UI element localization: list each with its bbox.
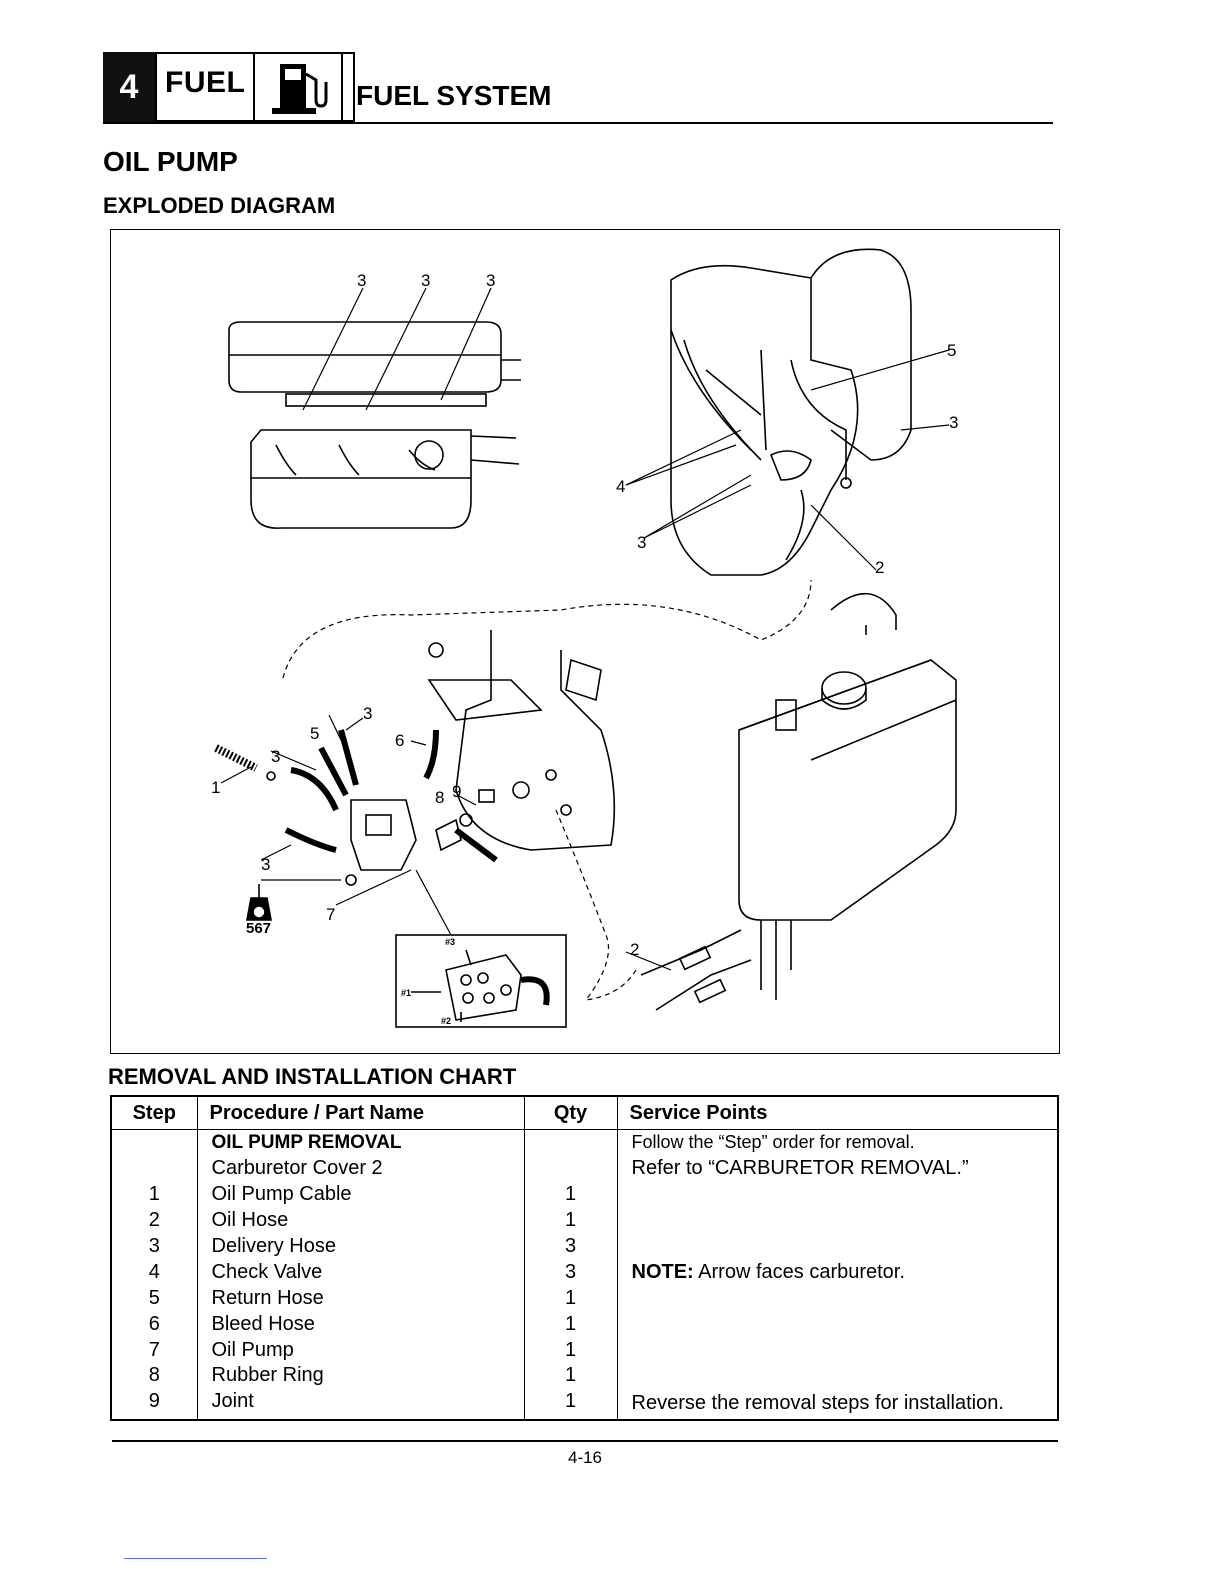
leaders-top [302, 287, 950, 571]
part-name: Joint [197, 1388, 525, 1420]
loctite-icon [246, 884, 272, 921]
engine-top-view [228, 321, 521, 529]
oil-hoses [640, 592, 897, 1011]
note-label: NOTE: [631, 1260, 694, 1283]
svg-text:1: 1 [211, 778, 220, 797]
svg-text:3: 3 [949, 413, 958, 432]
part-name: Oil Pump [197, 1337, 525, 1364]
table-row: 8 Rubber Ring 1 [111, 1363, 1058, 1389]
header-step: Step [111, 1096, 198, 1130]
section-label: FUEL [165, 66, 246, 99]
inset-label-2: #2 [441, 1016, 452, 1026]
oil-pump-inset [395, 934, 567, 1028]
svg-text:7: 7 [326, 905, 335, 924]
table-header-row: Step Procedure / Part Name Qty Service P… [111, 1096, 1058, 1130]
svg-text:3: 3 [486, 271, 495, 290]
fuel-pump-icon [272, 64, 328, 114]
table-row: 2 Oil Hose 1 [111, 1207, 1058, 1234]
svg-text:2: 2 [630, 940, 639, 959]
table-row: 1 Oil Pump Cable 1 [111, 1181, 1058, 1208]
part-name: OIL PUMP REMOVAL [197, 1129, 525, 1156]
table-row: 3 Delivery Hose 3 [111, 1233, 1058, 1260]
part-name: Rubber Ring [197, 1363, 525, 1389]
part-name: Check Valve [197, 1259, 525, 1286]
loctite-number: 567 [246, 920, 272, 937]
part-name: Bleed Hose [197, 1311, 525, 1338]
svg-text:3: 3 [363, 704, 372, 723]
diagram-title: EXPLODED DIAGRAM [103, 193, 336, 218]
inset-label-1: #1 [401, 988, 412, 998]
engine-center [427, 630, 616, 851]
service-point: Refer to “CARBURETOR REMOVAL.” [631, 1157, 969, 1180]
svg-text:9: 9 [452, 782, 461, 801]
chart-title: REMOVAL AND INSTALLATION CHART [108, 1064, 517, 1089]
part-name: Carburetor Cover 2 [197, 1155, 525, 1182]
service-point: Follow the “Step” order for removal. [631, 1132, 915, 1153]
inset-label-3: #3 [445, 937, 456, 947]
svg-text:5: 5 [310, 724, 319, 743]
svg-text:6: 6 [395, 731, 404, 750]
table-row: OIL PUMP REMOVAL Follow the “Step” order… [111, 1129, 1058, 1156]
page-number: 4-16 [567, 1448, 603, 1467]
removal-installation-table: Step Procedure / Part Name Qty Service P… [110, 1095, 1059, 1421]
leaders-bottom [220, 714, 672, 1001]
service-point: Reverse the removal steps for installati… [631, 1391, 1004, 1414]
table-row: 5 Return Hose 1 [111, 1285, 1058, 1312]
chapter-number: 4 [103, 52, 155, 122]
page-title: OIL PUMP [103, 146, 238, 177]
header-qty: Qty [524, 1096, 618, 1130]
svg-text:3: 3 [421, 271, 430, 290]
part-name: Oil Pump Cable [197, 1181, 525, 1208]
footer-rule [112, 1440, 1058, 1442]
bottom-rule [124, 1558, 267, 1559]
section-tab: FUEL [155, 52, 355, 122]
part-name: Return Hose [197, 1285, 525, 1312]
oil-tank [738, 659, 957, 1000]
svg-text:3: 3 [357, 271, 366, 290]
section-title: FUEL SYSTEM [356, 80, 552, 111]
part-name: Delivery Hose [197, 1233, 525, 1260]
svg-text:2: 2 [875, 558, 884, 577]
diagram-illustration: 3 3 3 5 3 4 3 2 1 3 5 3 6 3 7 89 2 [211, 248, 958, 1028]
svg-text:3: 3 [637, 533, 646, 552]
oil-pump-assembly [214, 729, 498, 886]
svg-text:5: 5 [947, 341, 956, 360]
table-row: 9 Joint 1 Reverse the removal steps for … [111, 1388, 1058, 1420]
table-row: Carburetor Cover 2 Refer to “CARBURETOR … [111, 1155, 1058, 1182]
svg-text:8: 8 [435, 788, 444, 807]
table-row: 7 Oil Pump 1 [111, 1337, 1058, 1364]
table-row: 6 Bleed Hose 1 [111, 1311, 1058, 1338]
svg-text:3: 3 [271, 747, 280, 766]
service-point: NOTE: Arrow faces carburetor. [631, 1260, 905, 1283]
table-row: 4 Check Valve 3 NOTE: Arrow faces carbur… [111, 1259, 1058, 1286]
svg-text:3: 3 [261, 855, 270, 874]
part-name: Oil Hose [197, 1207, 525, 1234]
svg-text:4: 4 [616, 477, 625, 496]
header-service-points: Service Points [617, 1096, 1058, 1130]
header-procedure: Procedure / Part Name [197, 1096, 525, 1130]
chapter-header: 4 FUEL FUEL SYSTEM [103, 52, 1053, 124]
engine-side-view [670, 248, 912, 576]
